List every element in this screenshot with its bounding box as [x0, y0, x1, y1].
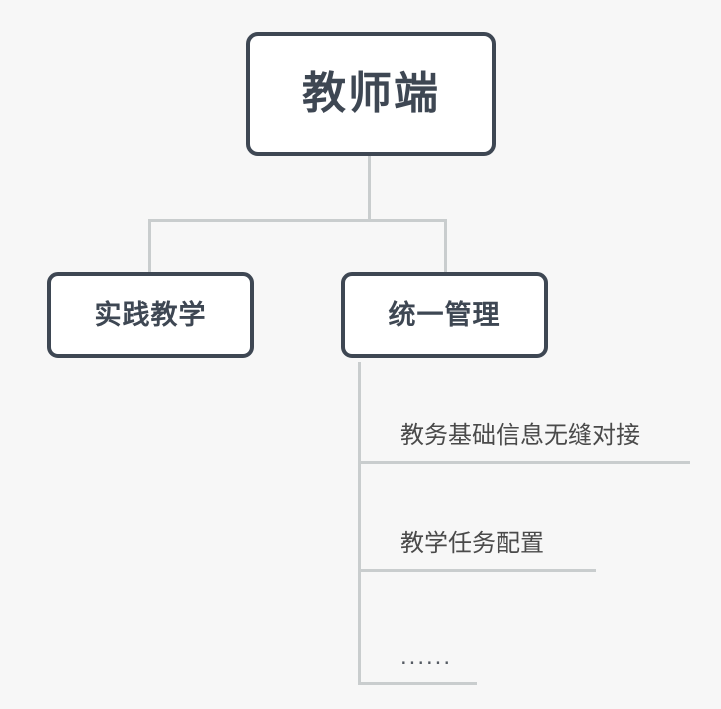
node-unified-management[interactable]: 统一管理 — [341, 272, 548, 358]
leaf-item-label: 教学任务配置 — [400, 530, 544, 557]
node-root-label: 教师端 — [302, 69, 440, 118]
leaf-item-label: 教务基础信息无缝对接 — [400, 422, 640, 449]
leaf-item[interactable]: 教学任务配置 — [358, 532, 596, 572]
leaf-item-underline — [358, 682, 477, 685]
node-root-teacher-portal[interactable]: 教师端 — [246, 32, 496, 156]
leaf-item-underline — [358, 461, 690, 464]
node-unified-management-label: 统一管理 — [388, 299, 501, 330]
connector-to-practice-teaching — [148, 219, 151, 273]
leaf-item[interactable]: 教务基础信息无缝对接 — [358, 424, 690, 464]
node-practice-teaching-label: 实践教学 — [94, 299, 207, 330]
connector-root-to-split — [368, 156, 371, 222]
leaf-item-ellipsis-label: ...... — [400, 643, 453, 670]
leaf-item-underline — [358, 569, 596, 572]
connector-leaf-trunk — [358, 362, 361, 684]
leaf-item[interactable]: ...... — [358, 645, 477, 685]
connector-to-unified-management — [444, 219, 447, 273]
connector-split-bar — [148, 219, 447, 222]
node-practice-teaching[interactable]: 实践教学 — [47, 272, 254, 358]
